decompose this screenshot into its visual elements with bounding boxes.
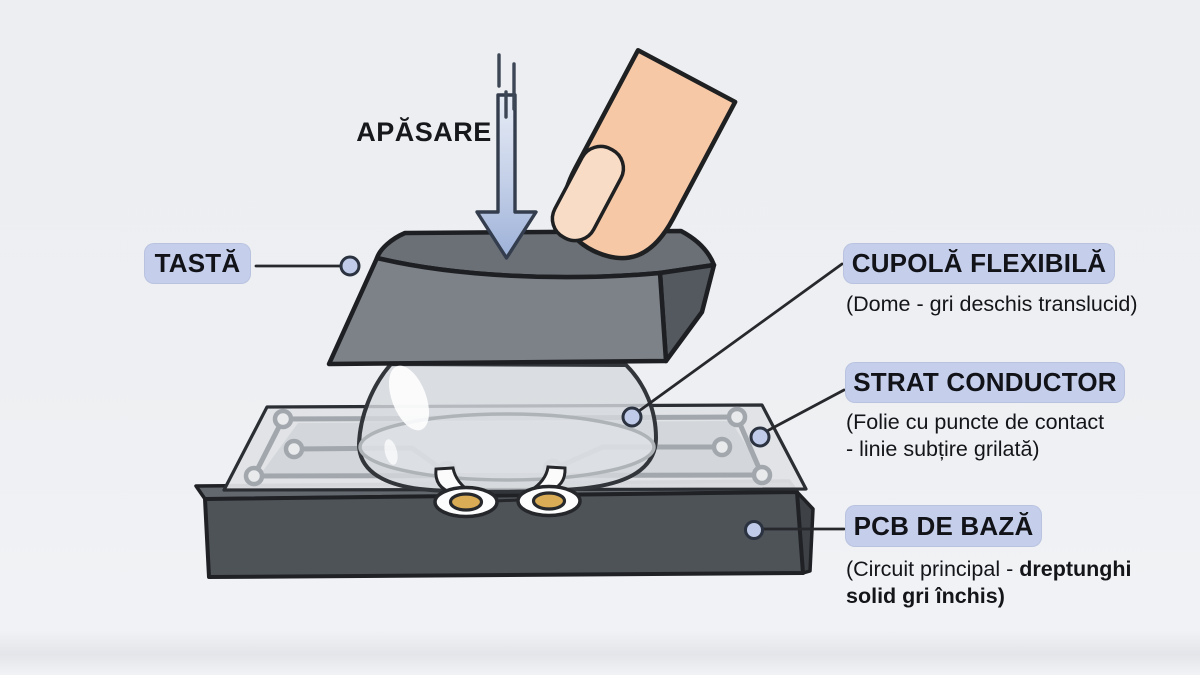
leader-lines: [254, 262, 846, 531]
contact-right-gold: [531, 491, 567, 511]
finger-nail: [550, 144, 626, 243]
flexible-dome: [357, 362, 658, 494]
marker-dot-tasta: [339, 255, 361, 277]
label-badge-cupola: CUPOLĂ FLEXIBILĂ: [843, 243, 1115, 284]
strat-subtitle: (Folie cu puncte de contact - linie subț…: [846, 409, 1104, 463]
press-label: APĂSARE: [356, 117, 492, 147]
leader-cupola: [637, 262, 844, 413]
dome-highlight-small: [384, 439, 398, 465]
pcb-front-face: [203, 490, 805, 579]
finger: [550, 48, 738, 261]
strat-subtitle-line1: (Folie cu puncte de contact: [846, 410, 1105, 434]
press-arrow: [475, 53, 538, 260]
leader-strat: [765, 388, 846, 433]
pcb-subtitle-line2: solid gri închis): [846, 584, 1005, 608]
dome-body: [357, 362, 658, 494]
pcb-subtitle: (Circuit principal - dreptunghi solid gr…: [846, 556, 1132, 610]
motion-lines: [497, 53, 516, 119]
contact-left-gold: [448, 492, 484, 512]
marker-dot-cupola: [621, 406, 643, 428]
label-badge-pcb: PCB DE BAZĂ: [845, 505, 1042, 547]
dome-highlight: [388, 365, 430, 431]
pcb-subtitle-bold: dreptunghi: [1019, 557, 1132, 581]
strat-subtitle-line2: - linie subțire grilată): [846, 437, 1040, 461]
press-arrow-body: [475, 93, 538, 260]
marker-dot-strat: [749, 426, 771, 448]
contact-points: [433, 465, 582, 519]
dome-rim: [358, 412, 656, 482]
cupola-subtitle: (Dome - gri deschis translucid): [846, 292, 1138, 316]
pcb-subtitle-regular: (Circuit principal -: [846, 557, 1020, 581]
label-badge-strat: STRAT CONDUCTOR: [845, 362, 1125, 403]
pcb-subtitle-line1: (Circuit principal - dreptunghi: [846, 556, 1132, 583]
marker-dot-pcb: [744, 520, 764, 540]
floor-shadow: [0, 629, 1200, 675]
marker-dots: [339, 255, 771, 540]
keycap-front-face: [326, 255, 669, 367]
label-badge-tasta: TASTĂ: [144, 243, 251, 284]
